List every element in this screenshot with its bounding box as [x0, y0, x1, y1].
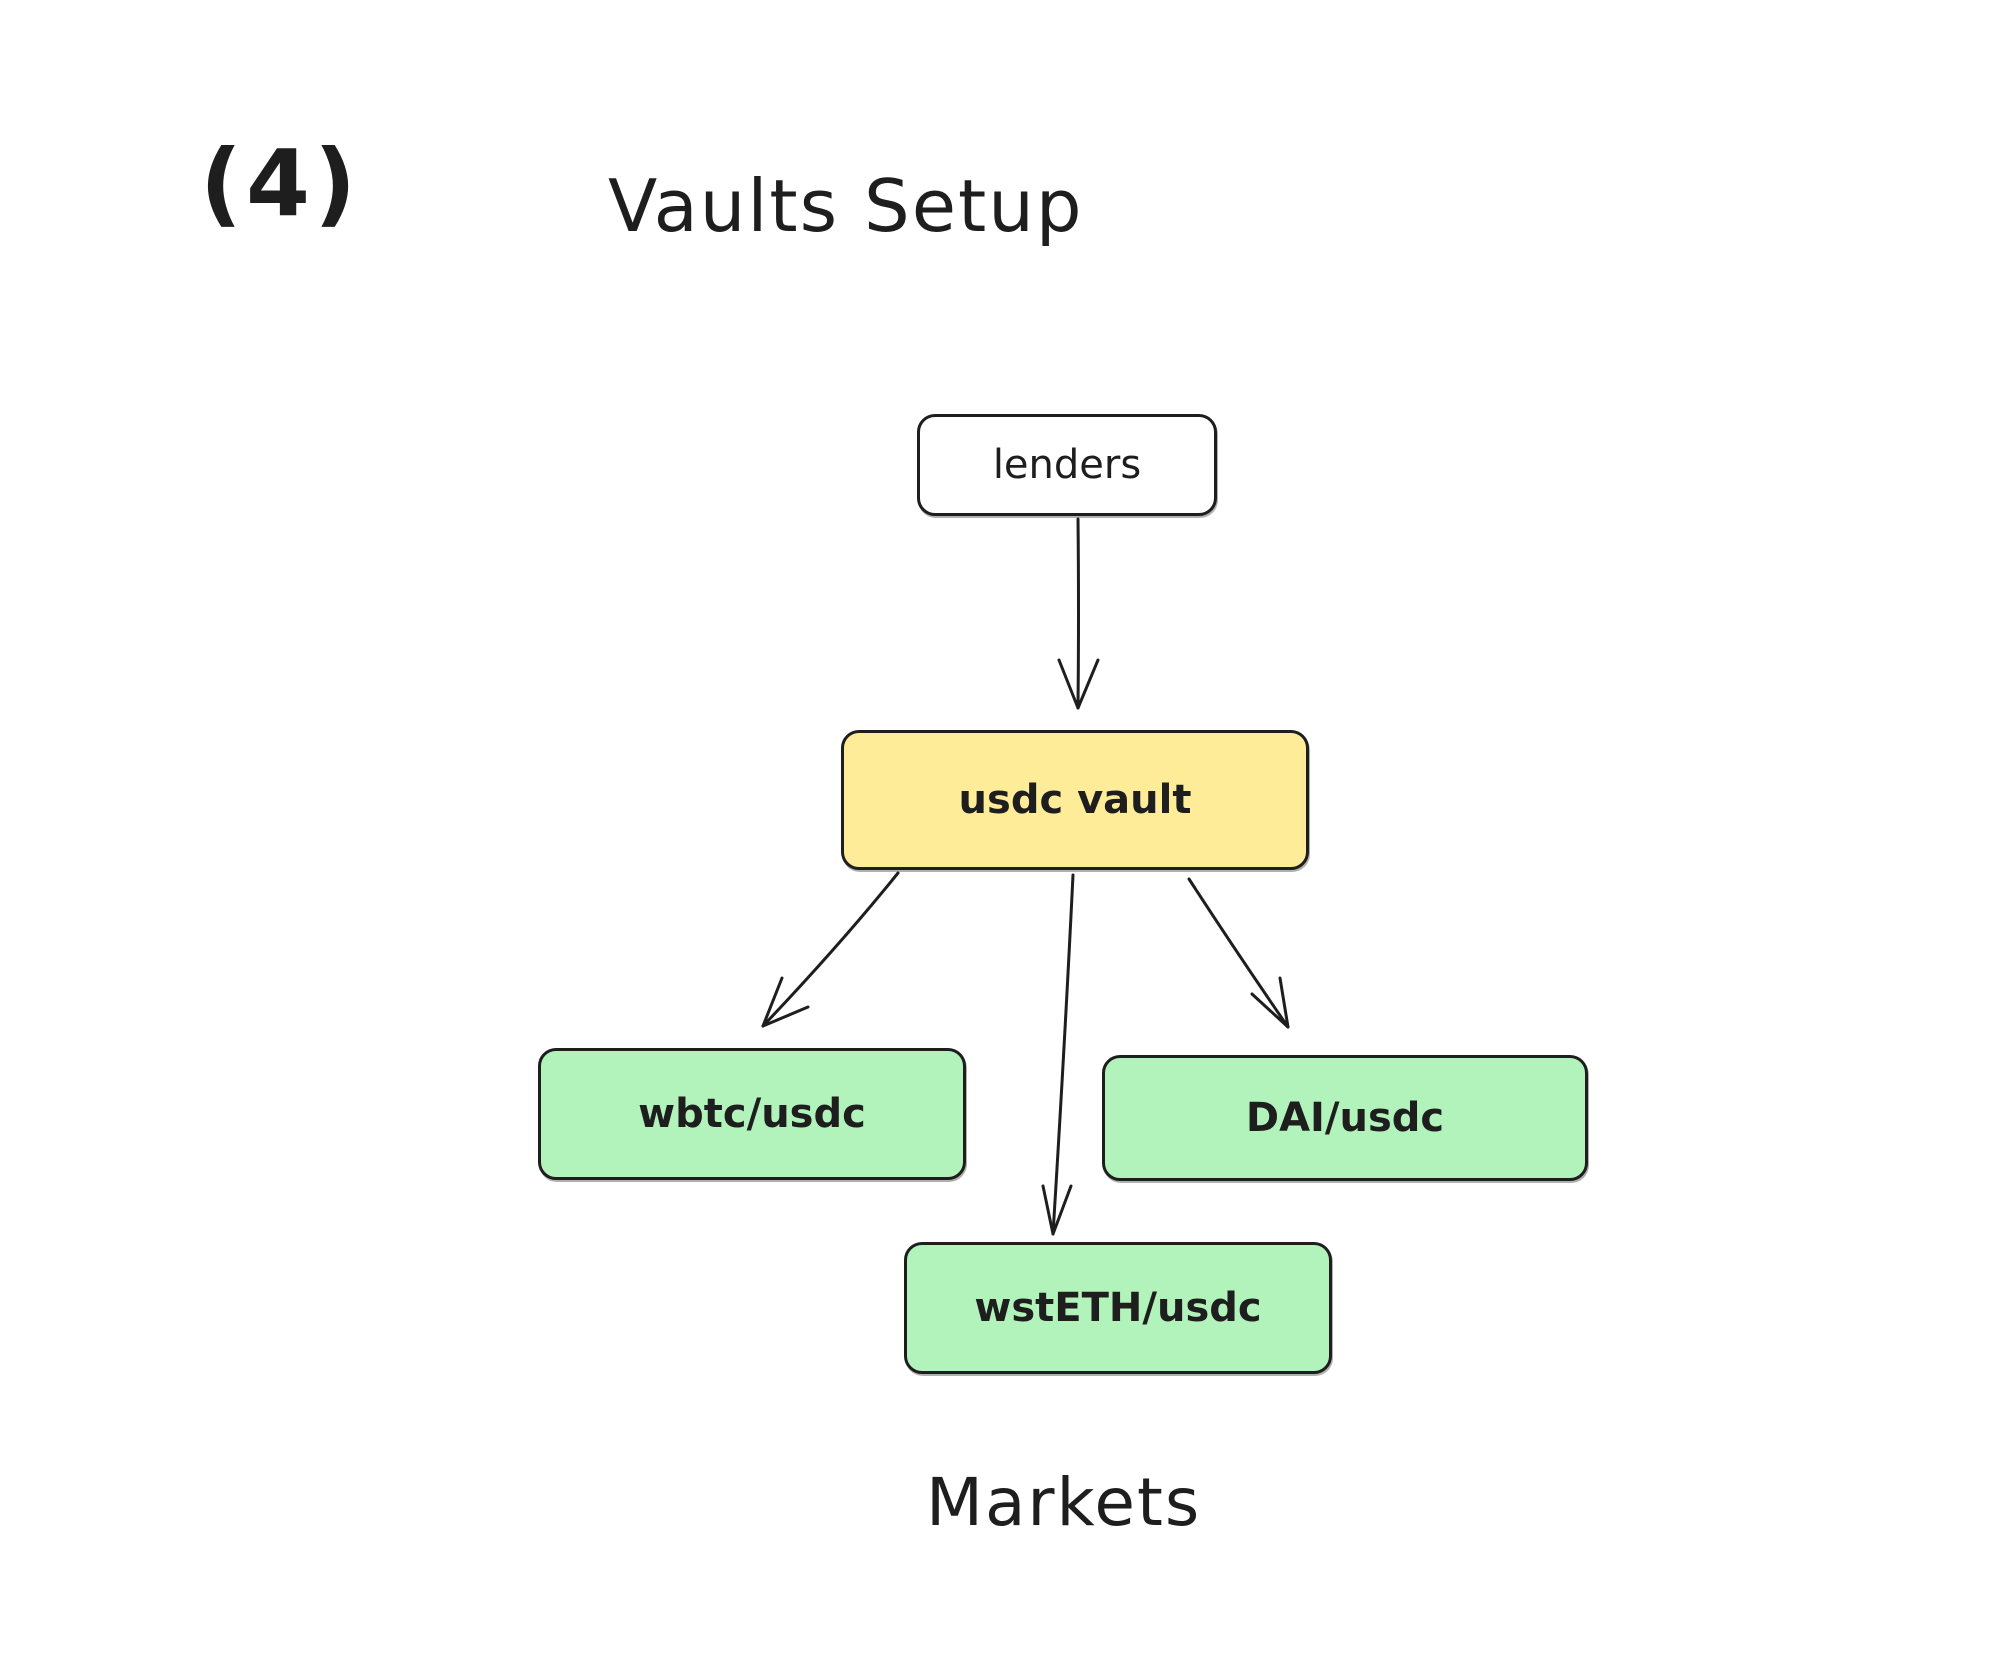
- markets-section-label: Markets: [926, 1464, 1202, 1541]
- arrow-vault-to-wsteth: [1041, 873, 1075, 1236]
- step-number: (4): [200, 130, 361, 237]
- market-node-wsteth: wstETH/usdc: [904, 1242, 1332, 1374]
- arrow-vault-to-wbtc: [761, 871, 900, 1028]
- arrow-vault-to-dai: [1187, 877, 1290, 1029]
- market-label-dai: DAI/usdc: [1245, 1095, 1445, 1141]
- market-node-dai: DAI/usdc: [1102, 1055, 1588, 1181]
- market-label-wsteth: wstETH/usdc: [974, 1285, 1262, 1331]
- lenders-node: lenders: [917, 414, 1217, 516]
- market-node-wbtc: wbtc/usdc: [538, 1048, 966, 1180]
- lenders-label: lenders: [992, 442, 1142, 488]
- market-label-wbtc: wbtc/usdc: [638, 1091, 866, 1137]
- usdc-vault-label: usdc vault: [958, 777, 1192, 823]
- usdc-vault-node: usdc vault: [841, 730, 1309, 870]
- diagram-title: Vaults Setup: [608, 164, 1084, 248]
- arrow-lenders-to-vault: [1057, 517, 1100, 710]
